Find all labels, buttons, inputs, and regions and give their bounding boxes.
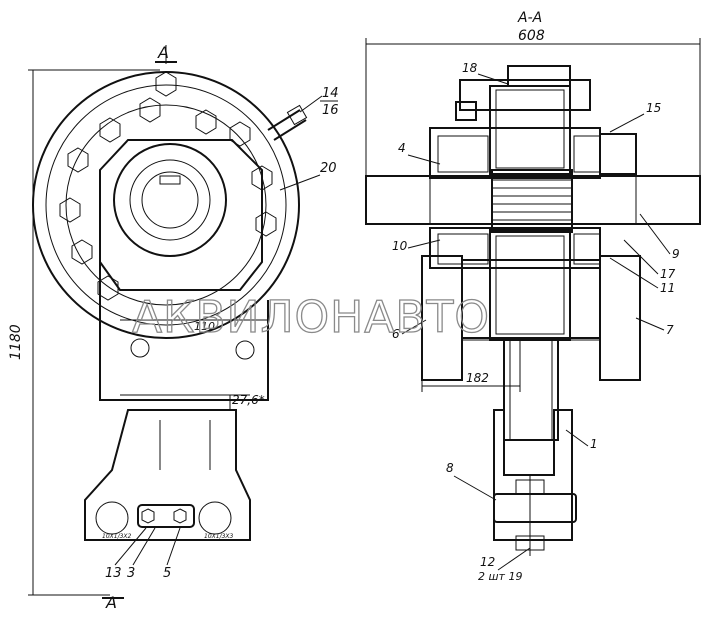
note-left: 10Х1/3Х2 [102,533,132,540]
label-1: 1 [590,437,598,451]
label-10: 10 [392,239,408,253]
bolt-circle [59,71,277,301]
label-7: 7 [666,323,674,337]
label-14: 14 [322,86,339,101]
dim-182: 182 [466,371,489,385]
grease-fitting [267,104,308,141]
section-marker-top: А [157,43,169,62]
label-4: 4 [398,141,406,155]
label-12: 12 [480,555,495,569]
dim-overall-height: 1180 [8,324,24,360]
label-19: 2 шт 19 [478,570,522,583]
dim-overall-width: 608 [518,28,545,44]
label-6: 6 [392,327,400,341]
section-title: А-А [517,10,542,26]
label-16: 16 [322,103,339,118]
watermark: АКВИЛОНАВТО [132,292,490,343]
label-17: 17 [660,267,676,281]
label-5: 5 [163,566,171,581]
left-front-view: 1180 А [8,43,308,612]
label-9: 9 [672,247,680,261]
note-right: 10Х1/3Х3 [204,533,234,540]
splined-gear [491,169,573,233]
label-20: 20 [320,161,337,176]
label-27-6: 27,6* [232,393,265,407]
section-marker-bottom: А [105,593,117,612]
label-3: 3 [127,566,135,581]
label-13: 13 [105,566,122,581]
label-110: 110 [194,320,215,333]
label-15: 15 [646,101,661,115]
label-18: 18 [462,61,478,75]
right-section-view: А-А 608 [365,10,701,556]
label-11: 11 [660,281,675,295]
label-8: 8 [446,461,454,475]
